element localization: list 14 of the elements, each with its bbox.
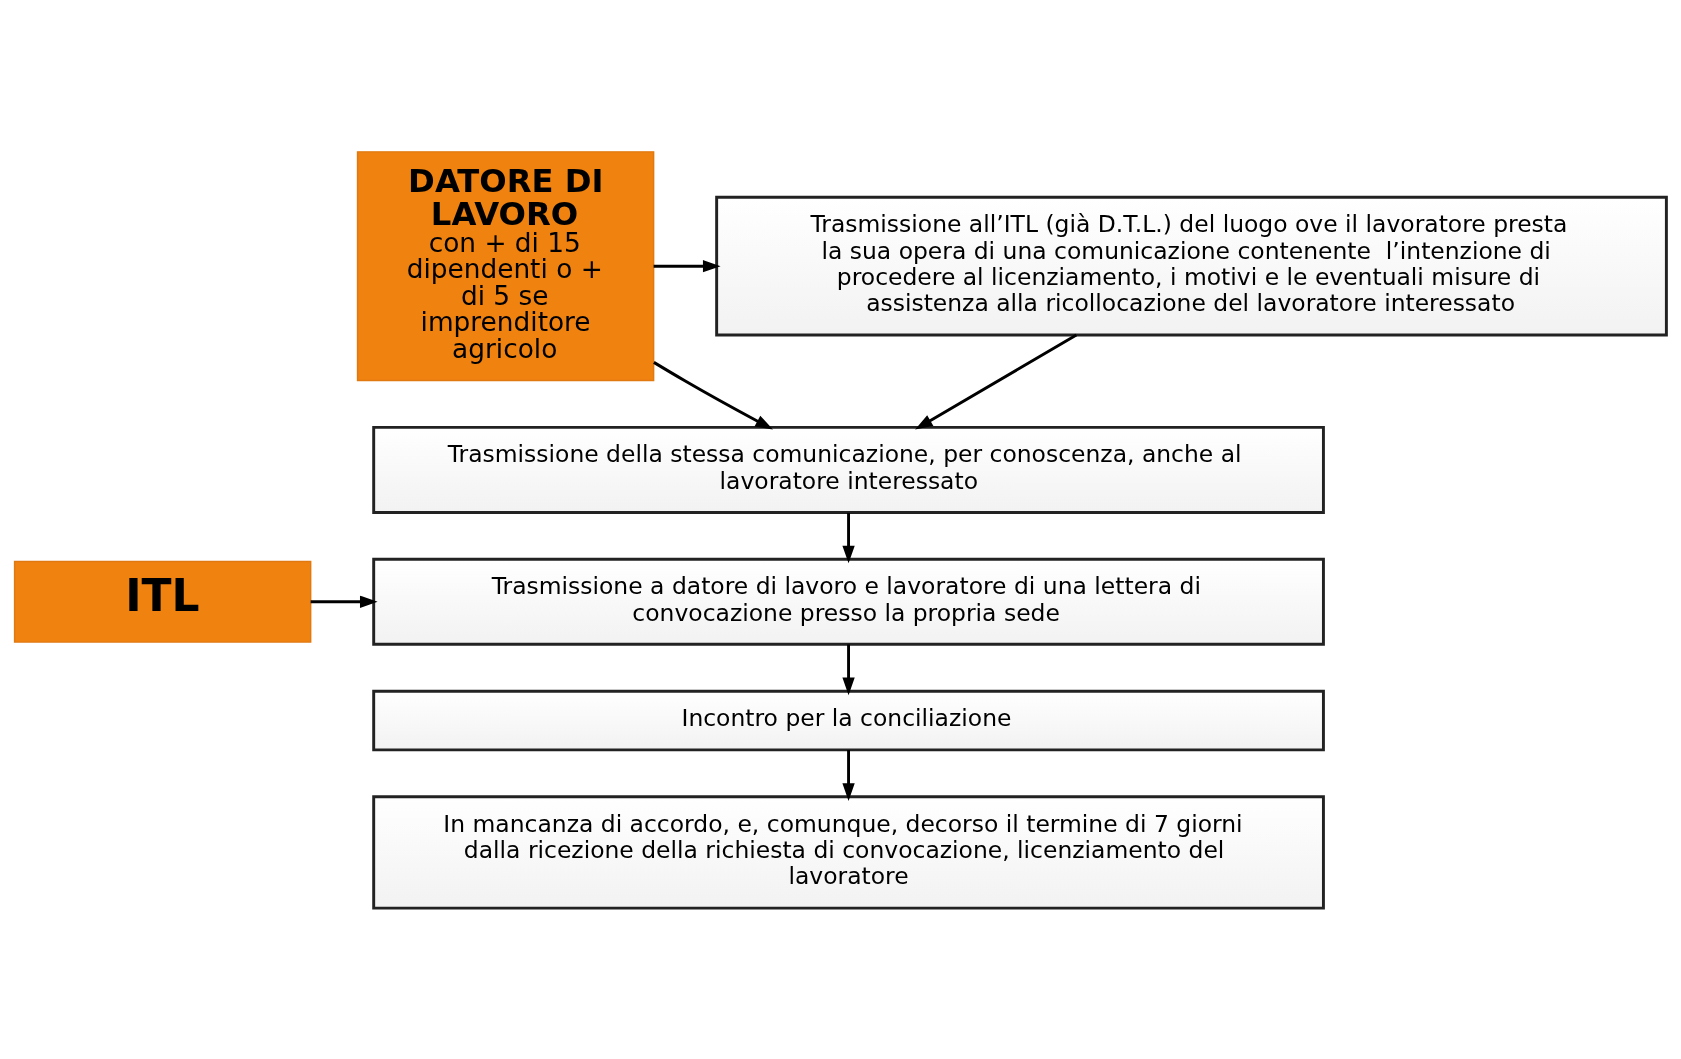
arrow xyxy=(842,749,855,801)
node-box: Incontro per la conciliazione xyxy=(372,689,1325,751)
arrow xyxy=(842,643,855,695)
node-box: Trasmissione all’ITL (già D.T.L.) del luogo ove il lavoratore presta la sua opera di una comunicazione contenente l’intenzione di procedere al licenziamento, i motivi e le eventuali misure di assistenza alla ricollocazione del lavoratore interessato xyxy=(715,195,1668,337)
arrow xyxy=(310,595,378,608)
node-box: In mancanza di accordo, e, comunque, decorso il termine di 7 giorni dalla ricezione della richiesta di convocazione, licenziamento del lavoratore xyxy=(372,794,1325,910)
node-box: ITL xyxy=(13,560,312,643)
arrow xyxy=(915,333,1078,429)
node-box: Trasmissione a datore di lavoro e lavoratore di una lettera di convocazione presso la propria sede xyxy=(372,557,1325,646)
arrow xyxy=(653,360,773,429)
arrow xyxy=(653,259,721,272)
node-box: Trasmissione della stessa comunicazione, per conoscenza, anche al lavoratore interessato xyxy=(372,425,1325,514)
node-box: DATORE DI LAVORO con + di 15 dipendenti o + di 5 se imprenditore agricolo xyxy=(356,150,655,381)
arrow xyxy=(842,512,855,563)
